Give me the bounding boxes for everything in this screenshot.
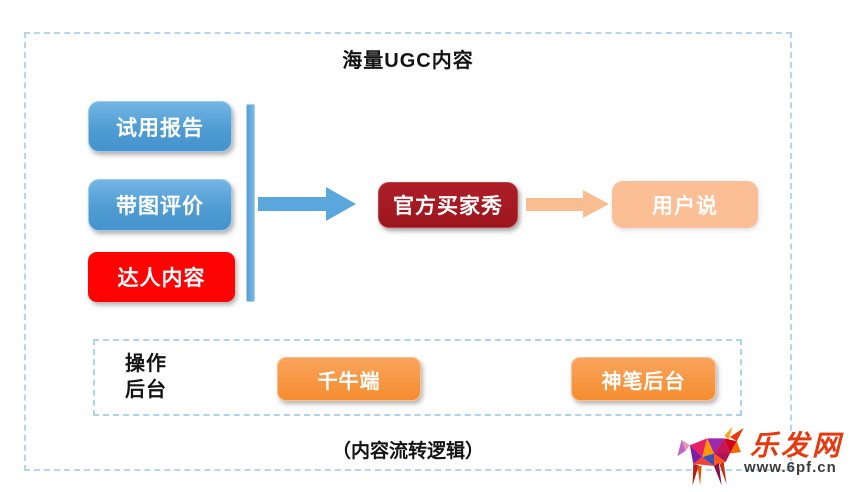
site-url: www.6pf.cn: [744, 459, 837, 476]
arrow-head-icon: [326, 187, 356, 221]
source-node-expert-content: 达人内容: [88, 252, 235, 302]
backend-panel-label: 操作 后台: [125, 351, 167, 403]
backend-node-label: 千牛端: [317, 370, 381, 393]
bull-logo-icon: [677, 426, 744, 486]
source-node-label: 达人内容: [117, 267, 206, 290]
backend-node-shenbi: 神笔后台: [571, 357, 716, 401]
backend-panel-frame: [93, 339, 742, 416]
right-node-user-says: 用户说: [612, 181, 758, 228]
site-watermark: 乐发网 www.6pf.cn: [676, 422, 854, 492]
flow-arrow-blue: [258, 187, 356, 221]
source-node-picture-review: 带图评价: [88, 179, 232, 231]
diagram-caption: （内容流转逻辑）: [331, 441, 484, 462]
arrow-shaft: [258, 197, 326, 211]
backend-label-line1: 操作: [125, 353, 167, 375]
source-node-label: 带图评价: [116, 195, 204, 218]
backend-label-line2: 后台: [125, 379, 167, 401]
site-name: 乐发网: [750, 430, 844, 461]
source-node-label: 试用报告: [116, 116, 204, 140]
center-node-label: 官方买家秀: [393, 195, 503, 218]
right-node-label: 用户说: [652, 194, 718, 218]
collector-bar: [246, 104, 255, 302]
center-node-official-buyer-show: 官方买家秀: [378, 182, 518, 228]
backend-node-qianniu: 千牛端: [277, 357, 421, 401]
arrow-head-icon: [583, 190, 609, 218]
diagram-title: 海量UGC内容: [342, 50, 474, 72]
backend-node-label: 神笔后台: [601, 370, 686, 393]
arrow-shaft: [526, 198, 583, 211]
source-node-trial-report: 试用报告: [88, 101, 232, 152]
ugc-content-frame: [24, 32, 792, 471]
flow-arrow-peach: [526, 190, 609, 218]
